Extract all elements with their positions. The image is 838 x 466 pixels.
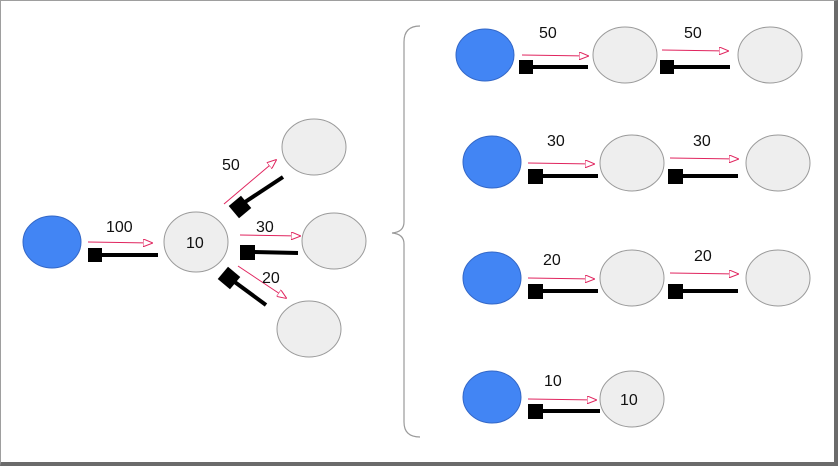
end-node-label: 10 [620,392,638,409]
valve-handle [660,60,730,74]
source-node [22,215,82,269]
stage-row-3: 20 20 [462,248,811,307]
valve-handle [528,284,598,299]
flow-label: 10 [544,373,562,390]
source-node [462,370,522,424]
split-diagram: 100 10 50 30 20 [22,118,367,358]
stage-node [745,249,811,307]
valve-handle-bottom [217,266,268,307]
valve-handle [88,248,158,262]
stage-node [592,26,658,84]
branch-arrow-bottom [237,265,286,298]
curly-brace [391,25,421,438]
stage-node [599,370,665,428]
stage-row-4: 10 10 [462,370,665,428]
stage-row-2: 30 30 [462,133,811,192]
source-node [462,251,522,305]
flow-arrow [661,50,728,51]
stage-rows: 50 50 30 30 [455,25,811,428]
stage-node [737,26,803,84]
flow-arrow [527,163,594,164]
stage-node [745,134,811,192]
valve-handle [668,169,738,184]
valve-handle-middle [240,245,299,260]
branch-arrow-middle [239,235,300,236]
hub-label: 10 [186,235,204,252]
flow-arrow [521,55,588,56]
branch-node-top [281,118,347,176]
stage-node [599,249,665,307]
valve-handle [528,169,598,184]
flow-label: 50 [539,25,557,42]
flow-label: 30 [693,133,711,150]
hub-node [163,211,229,273]
source-node [462,135,522,189]
flow-arrow [669,158,738,159]
flow-arrow [669,273,738,274]
branch-node-middle [301,212,367,270]
branch-label-top: 50 [222,157,240,174]
flow-label: 20 [694,248,712,265]
input-flow-label: 100 [106,219,133,236]
valve-handle [519,60,588,74]
flow-arrow [87,242,152,243]
branch-label-bottom: 20 [262,270,280,287]
flow-arrow [527,278,594,279]
source-node [455,28,515,82]
branch-node-bottom [276,300,342,358]
branch-arrow-top [223,160,276,205]
valve-handle [528,404,600,419]
flow-arrow [527,399,596,400]
flow-label: 30 [547,133,565,150]
flow-label: 20 [543,252,561,269]
stage-row-1: 50 50 [455,25,803,84]
stage-node [599,134,665,192]
branch-label-middle: 30 [256,219,274,236]
flow-label: 50 [684,25,702,42]
valve-handle-top [228,175,285,219]
valve-handle [668,284,738,299]
